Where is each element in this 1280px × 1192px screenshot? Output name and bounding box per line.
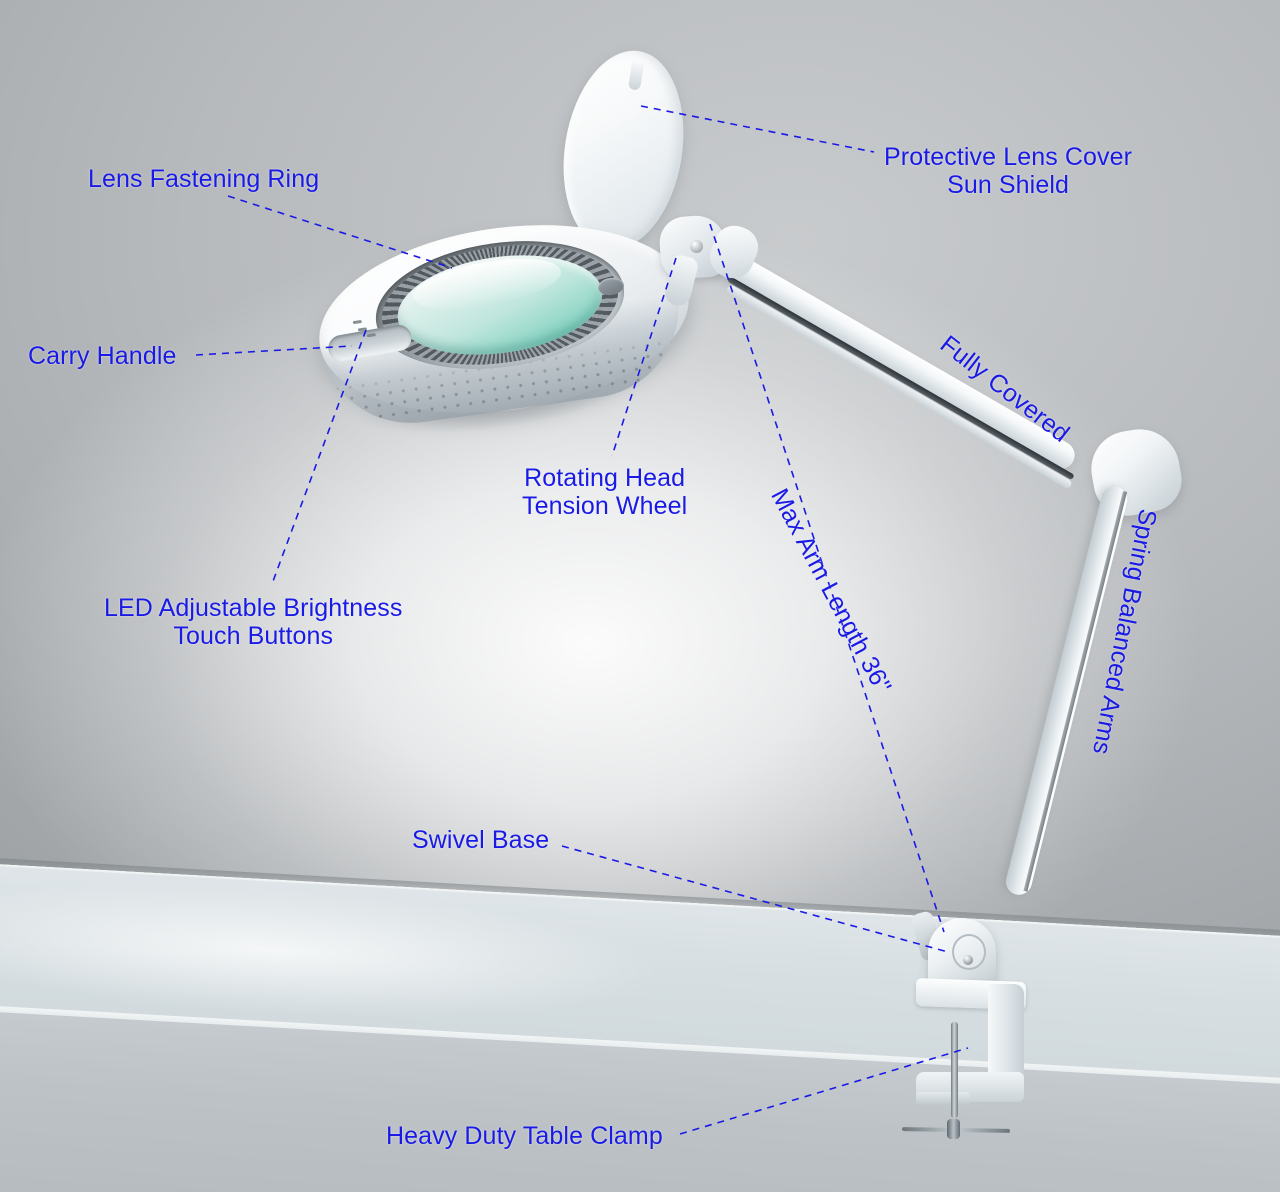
- label-swivel-base-line1: Swivel Base: [412, 826, 550, 854]
- label-rotating-head-line1: Rotating Head: [524, 464, 686, 492]
- label-led-touch-line1: LED Adjustable Brightness: [104, 594, 403, 622]
- label-led-touch-line2: Touch Buttons: [173, 622, 334, 650]
- clamp-bar-knob: [947, 1119, 960, 1139]
- label-protective-lens-cover-line1: Protective Lens Cover: [884, 143, 1133, 171]
- label-carry-handle: Carry Handle: [28, 342, 176, 370]
- label-lens-fastening-ring: Lens Fastening Ring: [88, 165, 319, 193]
- label-protective-lens-cover-line2: Sun Shield: [947, 171, 1069, 199]
- swivel-base-ring: [952, 934, 986, 970]
- label-table-clamp-line1: Heavy Duty Table Clamp: [386, 1122, 663, 1150]
- label-lens-fastening-ring-line1: Lens Fastening Ring: [88, 165, 320, 193]
- upper-arm: [702, 240, 1080, 475]
- tension-wheel-bolt: [690, 240, 703, 253]
- upper-arm-wire-channel: [727, 276, 1075, 481]
- label-swivel-base: Swivel Base: [412, 826, 549, 854]
- label-max-arm-length-line1: Max Arm Length 36": [765, 484, 897, 698]
- clamp-pad: [916, 1092, 970, 1106]
- label-rotating-head-line2: Tension Wheel: [522, 492, 688, 520]
- swivel-base-screw: [963, 955, 973, 965]
- label-max-arm-length: Max Arm Length 36": [765, 484, 897, 698]
- label-heavy-duty-table-clamp: Heavy Duty Table Clamp: [386, 1122, 663, 1150]
- clamp-screw-shaft: [951, 1022, 958, 1118]
- label-carry-handle-line1: Carry Handle: [28, 342, 177, 370]
